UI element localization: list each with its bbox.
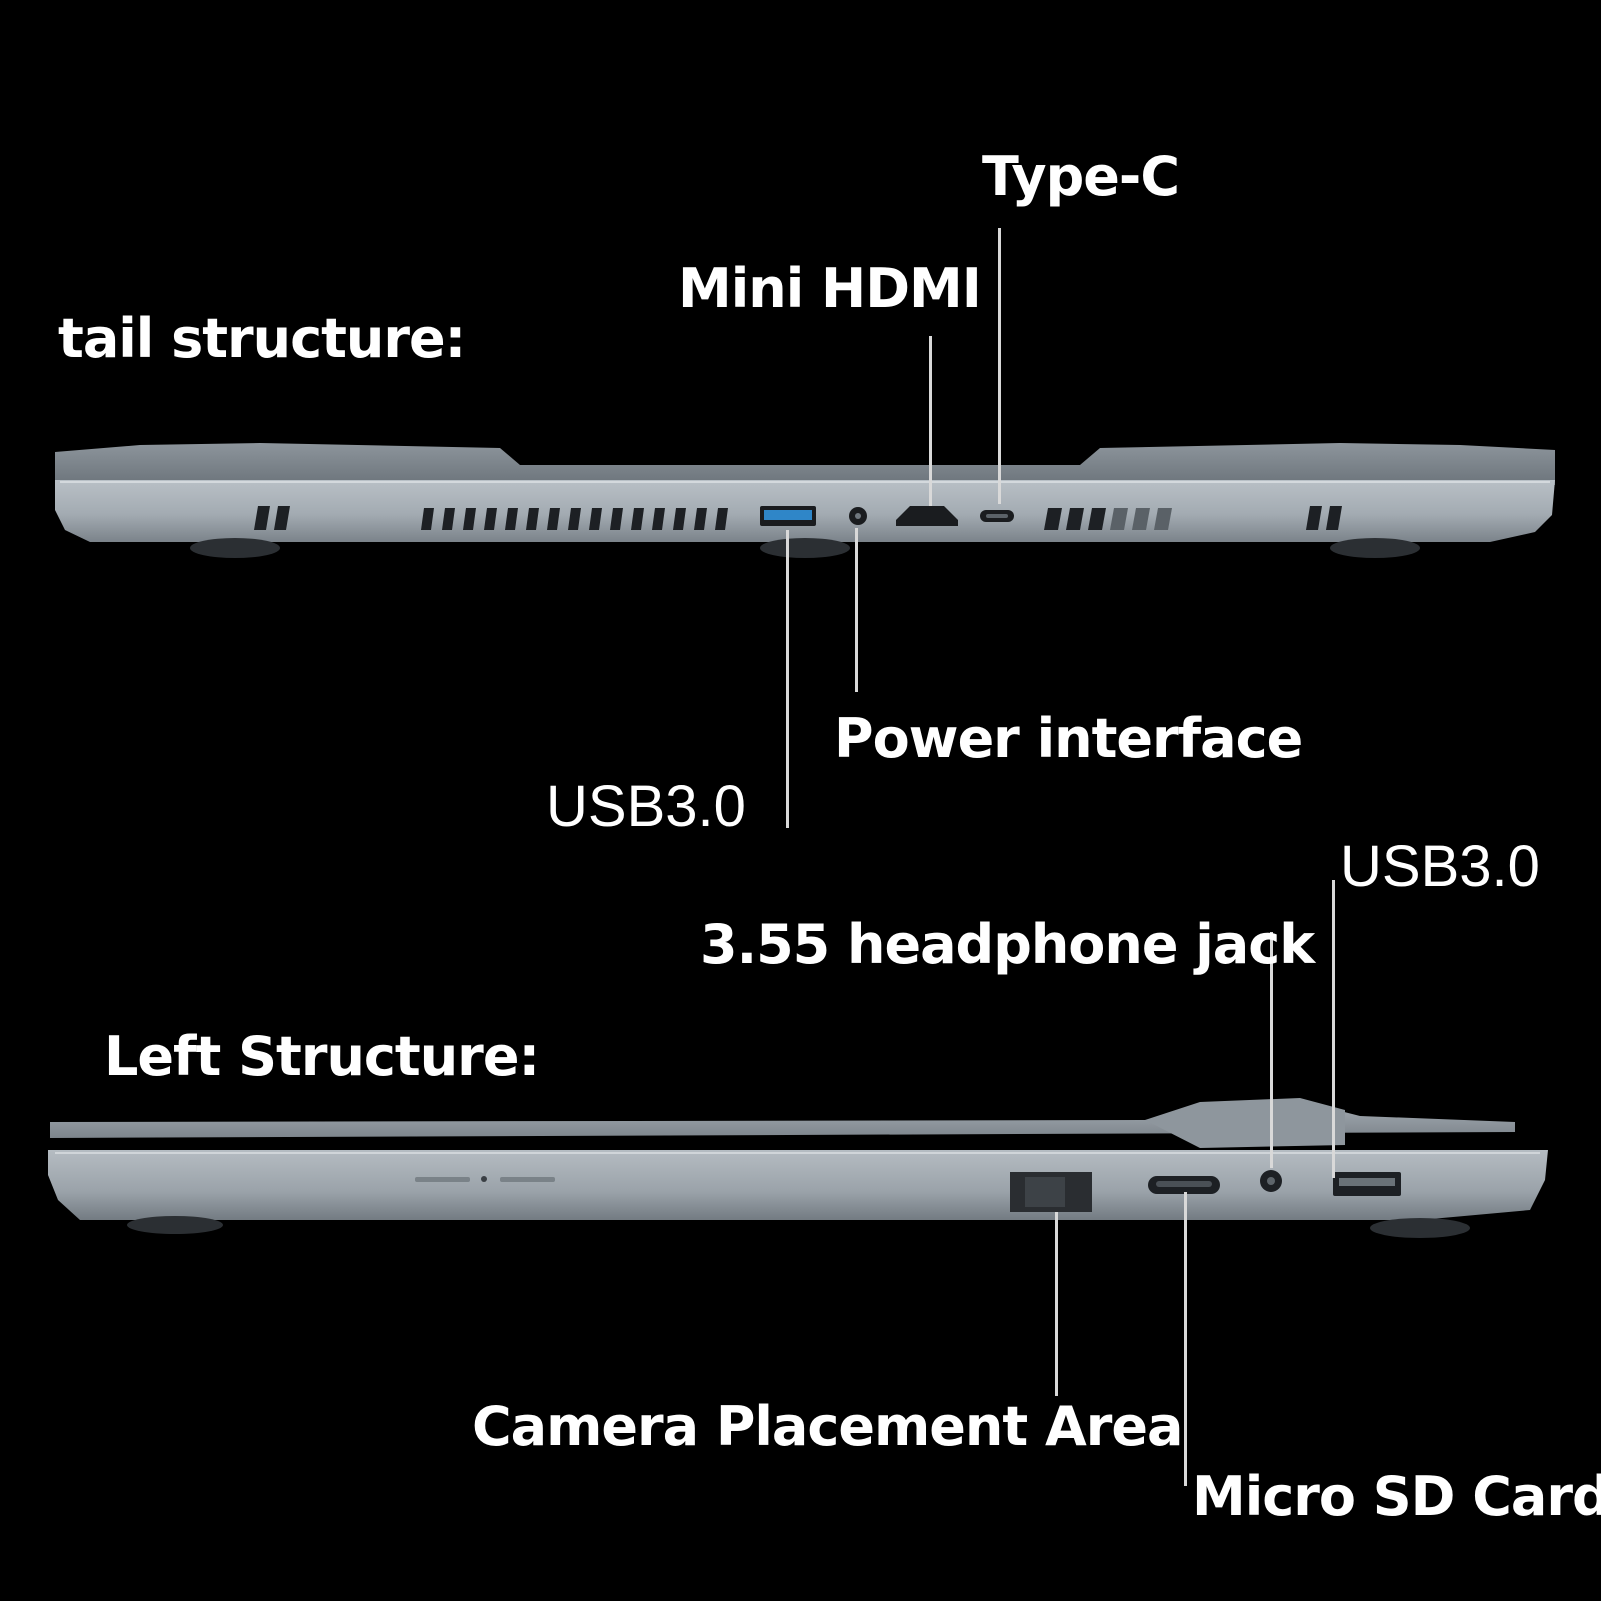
mini-hdmi-label: Mini HDMI: [678, 257, 982, 320]
leader-line-mini-hdmi: [929, 336, 932, 506]
left-lid: [50, 1102, 1515, 1138]
leader-line-type-c: [998, 228, 1001, 504]
micro-sd-label: Micro SD Card: [1192, 1465, 1601, 1528]
leader-line-usb-left: [1332, 880, 1335, 1178]
rear-vent-left: [254, 506, 290, 530]
usb-rear-label: USB3.0: [546, 774, 746, 839]
rear-lid: [55, 443, 1555, 485]
leader-line-headphone: [1270, 932, 1273, 1168]
camera-area-label: Camera Placement Area: [472, 1395, 1183, 1458]
left-chassis: [48, 1150, 1548, 1220]
laptop-rear-view: [55, 443, 1555, 558]
left-structure-heading: Left Structure:: [104, 1025, 540, 1088]
left-hinge: [1145, 1098, 1345, 1148]
rear-hdmi-port: [896, 506, 958, 526]
rear-vent-right: [1306, 506, 1342, 530]
leader-line-usb-rear: [786, 530, 789, 828]
power-interface-label: Power interface: [834, 707, 1303, 770]
rear-vent-grille: [421, 508, 728, 530]
rear-foot-right: [1330, 538, 1420, 558]
left-indicator-slot: [415, 1177, 470, 1182]
left-foot-back: [1370, 1218, 1470, 1238]
laptop-left-view: [48, 1098, 1548, 1238]
type-c-label: Type-C: [982, 145, 1180, 208]
leader-line-camera: [1055, 1212, 1058, 1396]
leader-line-power: [855, 528, 858, 692]
rear-foot-center: [760, 538, 850, 558]
rear-foot-left: [190, 538, 280, 558]
leader-line-microsd: [1184, 1192, 1187, 1486]
usb-left-label: USB3.0: [1340, 834, 1540, 899]
left-foot-front: [127, 1216, 223, 1234]
rear-vent-right-grille: [1044, 508, 1172, 530]
tail-structure-heading: tail structure:: [58, 307, 466, 370]
headphone-jack-label: 3.55 headphone jack: [700, 913, 1315, 976]
